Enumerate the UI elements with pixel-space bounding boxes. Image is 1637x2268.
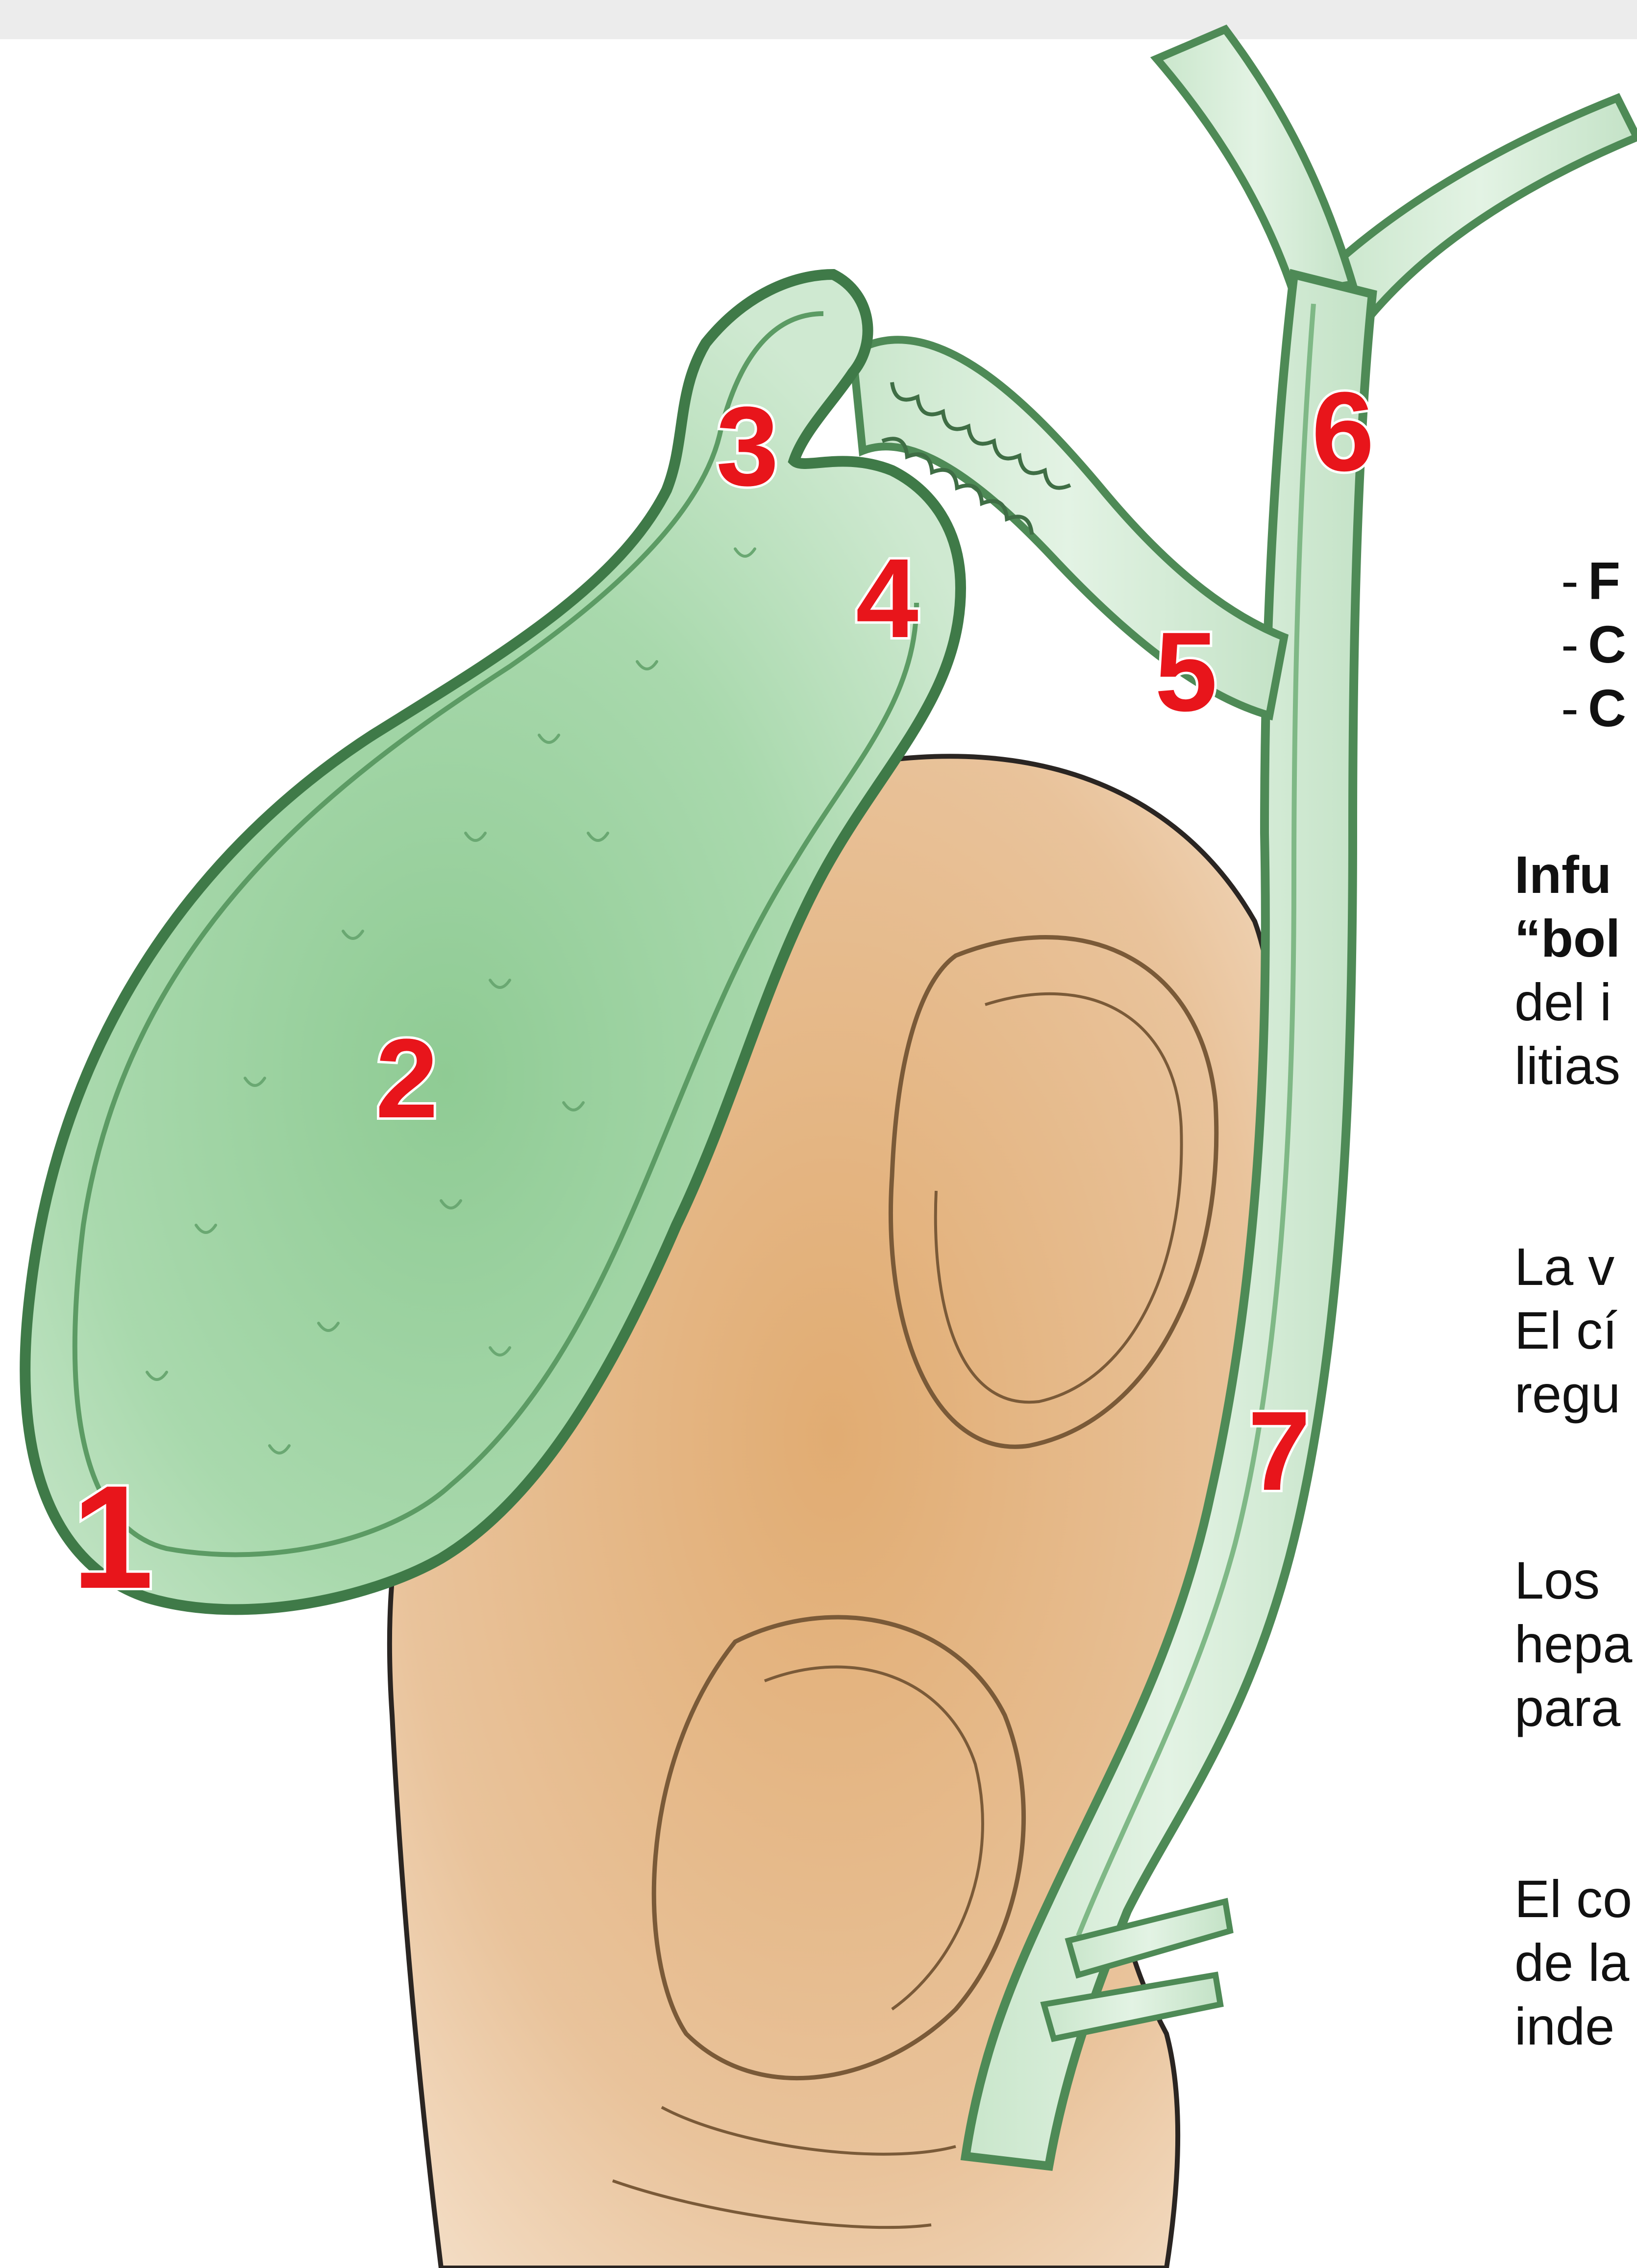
label-7: 7 [1248, 1388, 1311, 1514]
paragraph-4: El co de la inde [1514, 1867, 1632, 2058]
paragraph-line: El co [1514, 1867, 1632, 1931]
paragraph-3: Los hepa para [1514, 1549, 1632, 1740]
label-5: 5 [1155, 609, 1217, 735]
paragraph-line: “bol [1514, 907, 1620, 970]
label-2: 2 [375, 1015, 438, 1141]
label-4: 4 [856, 535, 918, 661]
paragraph-2: La v El cí regu [1514, 1235, 1620, 1426]
paragraph-line: regu [1514, 1362, 1620, 1426]
paragraph-line: La v [1514, 1235, 1620, 1299]
paragraph-line: Infu [1514, 843, 1620, 907]
paragraph-line: hepa [1514, 1612, 1632, 1676]
label-3: 3 [716, 383, 779, 509]
label-1: 1 [72, 1454, 154, 1619]
paragraph-line: Los [1514, 1549, 1632, 1612]
paragraph-line: inde [1514, 1995, 1632, 2058]
paragraph-line: para [1514, 1676, 1632, 1740]
paragraph-line: de la [1514, 1931, 1632, 1995]
paragraph-line: litias [1514, 1034, 1620, 1098]
paragraph-infundibulum: Infu “bol del i litias [1514, 843, 1620, 1098]
label-6: 6 [1312, 369, 1374, 494]
paragraph-line: del i [1514, 970, 1620, 1034]
paragraph-line: El cí [1514, 1299, 1620, 1362]
